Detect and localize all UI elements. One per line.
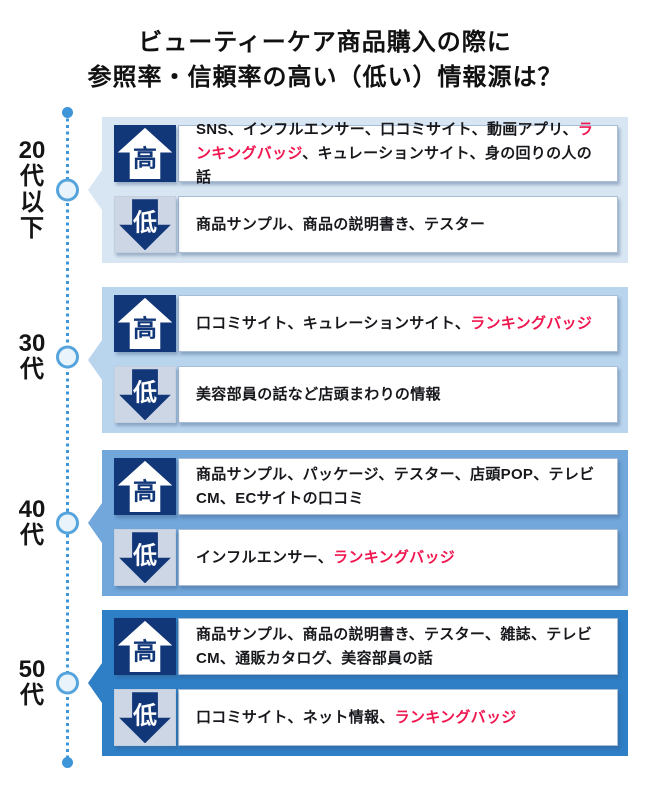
high-kanji-label: 高 (133, 145, 157, 173)
high-row: 高 商品サンプル、パッケージ、テスター、店頭POP、テレビCM、ECサイトの口コ… (114, 458, 618, 515)
source-text: インフルエンサー、 (196, 548, 334, 566)
timeline-end-dot (62, 757, 73, 768)
page-title: ビューティーケア商品購入の際に 参照率・信頼率の高い（低い）情報源は？ (0, 26, 650, 96)
low-row: 低 口コミサイト、ネット情報、ランキングバッジ (114, 689, 618, 746)
high-row: 高 口コミサイト、キュレーションサイト、ランキングバッジ (114, 295, 618, 352)
age-label-char: 代 (20, 522, 44, 549)
low-sources-box: 商品サンプル、商品の説明書き、テスター (178, 196, 618, 253)
timeline-node-50s (56, 671, 79, 695)
age-group-20s-under: 高 SNS、インフルエンサー、口コミサイト、動画アプリ、ランキングバッジ、キュレ… (88, 117, 628, 263)
highlighted-source-text: ランキングバッジ (196, 120, 594, 162)
high-sources-text: SNS、インフルエンサー、口コミサイト、動画アプリ、ランキングバッジ、キュレーシ… (196, 118, 605, 190)
low-sources-text: インフルエンサー、ランキングバッジ (196, 546, 455, 570)
low-row: 低 インフルエンサー、ランキングバッジ (114, 529, 618, 586)
source-text: 口コミサイト、ネット情報、 (196, 708, 395, 726)
high-sources-box: SNS、インフルエンサー、口コミサイト、動画アプリ、ランキングバッジ、キュレーシ… (178, 121, 618, 186)
timeline-node-40s (56, 511, 79, 535)
age-group-50s: 高 商品サンプル、商品の説明書き、テスター、雑誌、テレビCM、通販カタログ、美容… (88, 610, 628, 756)
low-sources-text: 美容部員の話など店頭まわりの情報 (196, 383, 441, 407)
page-title-line2: 参照率・信頼率の高い（低い）情報源は？ (87, 63, 563, 91)
high-badge: 高 (114, 618, 176, 675)
source-text: 商品サンプル、パッケージ、テスター、店頭POP、テレビCM、ECサイトの口コミ (196, 465, 595, 507)
age-group-30s: 高 口コミサイト、キュレーションサイト、ランキングバッジ 低 美容部員の話など店… (88, 287, 628, 433)
highlighted-source-text: ランキングバッジ (333, 548, 456, 566)
low-kanji-label: 低 (133, 209, 157, 237)
age-label-char: 以 (20, 189, 44, 216)
highlighted-source-text: ランキングバッジ (394, 708, 517, 726)
low-badge: 低 (114, 366, 176, 423)
low-sources-box: インフルエンサー、ランキングバッジ (178, 529, 618, 586)
timeline-node-30s (56, 345, 79, 369)
high-badge: 高 (114, 295, 176, 352)
page-title-line1: ビューティーケア商品購入の際に (138, 29, 512, 56)
age-label-char: 30 (18, 330, 46, 358)
source-text: 口コミサイト、キュレーションサイト、 (196, 314, 471, 332)
high-sources-box: 口コミサイト、キュレーションサイト、ランキングバッジ (178, 295, 618, 352)
high-sources-text: 商品サンプル、商品の説明書き、テスター、雑誌、テレビCM、通販カタログ、美容部員… (196, 623, 605, 671)
age-label-char: 代 (20, 163, 44, 191)
age-label-char: 50 (18, 656, 46, 684)
high-sources-box: 商品サンプル、パッケージ、テスター、店頭POP、テレビCM、ECサイトの口コミ (178, 458, 618, 515)
low-badge: 低 (114, 196, 176, 253)
timeline-node-20s (56, 178, 79, 202)
low-sources-text: 口コミサイト、ネット情報、ランキングバッジ (196, 706, 517, 730)
age-label-char: 20 (18, 137, 46, 165)
low-kanji-label: 低 (133, 379, 157, 407)
low-row: 低 商品サンプル、商品の説明書き、テスター (114, 196, 618, 253)
highlighted-source-text: ランキングバッジ (470, 314, 593, 332)
high-kanji-label: 高 (133, 478, 157, 506)
low-sources-text: 商品サンプル、商品の説明書き、テスター (196, 213, 485, 237)
group-pointer-icon (88, 663, 102, 703)
high-row: 高 SNS、インフルエンサー、口コミサイト、動画アプリ、ランキングバッジ、キュレ… (114, 121, 618, 186)
age-label-char: 代 (20, 682, 44, 709)
group-pointer-icon (88, 340, 102, 380)
high-badge: 高 (114, 125, 176, 182)
high-kanji-label: 高 (133, 638, 157, 666)
low-sources-box: 美容部員の話など店頭まわりの情報 (178, 366, 618, 423)
group-pointer-icon (88, 170, 102, 210)
high-sources-text: 口コミサイト、キュレーションサイト、ランキングバッジ (196, 312, 592, 336)
high-row: 高 商品サンプル、商品の説明書き、テスター、雑誌、テレビCM、通販カタログ、美容… (114, 618, 618, 675)
timeline-start-dot (62, 107, 73, 118)
group-pointer-icon (88, 503, 102, 543)
source-text: 美容部員の話など店頭まわりの情報 (196, 385, 441, 403)
timeline-dotted-line (66, 112, 69, 762)
low-badge: 低 (114, 689, 176, 746)
source-text: SNS、インフルエンサー、口コミサイト、動画アプリ、 (196, 120, 578, 138)
age-label-char: 40 (18, 496, 46, 524)
low-kanji-label: 低 (133, 702, 157, 730)
age-group-40s: 高 商品サンプル、パッケージ、テスター、店頭POP、テレビCM、ECサイトの口コ… (88, 450, 628, 596)
low-row: 低 美容部員の話など店頭まわりの情報 (114, 366, 618, 423)
low-badge: 低 (114, 529, 176, 586)
high-kanji-label: 高 (133, 315, 157, 343)
source-text: 商品サンプル、商品の説明書き、テスター、雑誌、テレビCM、通販カタログ、美容部員… (196, 625, 593, 667)
high-badge: 高 (114, 458, 176, 515)
age-label-char: 下 (20, 214, 44, 242)
source-text: 商品サンプル、商品の説明書き、テスター (196, 215, 486, 233)
source-text: 、キュレーションサイト、身の回りの人の話 (196, 144, 593, 186)
low-kanji-label: 低 (133, 542, 157, 570)
age-label-char: 代 (20, 356, 44, 383)
low-sources-box: 口コミサイト、ネット情報、ランキングバッジ (178, 689, 618, 746)
high-sources-box: 商品サンプル、商品の説明書き、テスター、雑誌、テレビCM、通販カタログ、美容部員… (178, 618, 618, 675)
high-sources-text: 商品サンプル、パッケージ、テスター、店頭POP、テレビCM、ECサイトの口コミ (196, 463, 605, 511)
